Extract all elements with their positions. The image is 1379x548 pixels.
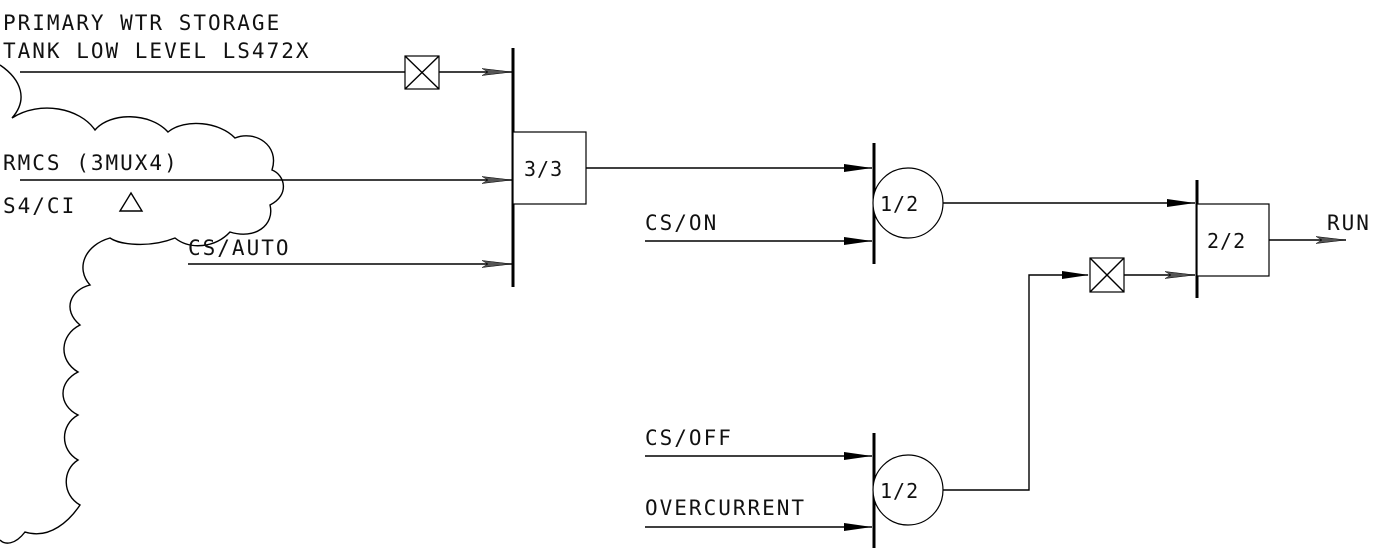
box-x-diag-4: [1089, 257, 1125, 293]
and-gate-3-3-label: 3/3: [524, 157, 563, 181]
rmcs-label: RMCS (3MUX4): [3, 151, 179, 175]
and-gate-2-2: [1196, 203, 1270, 277]
delta-triangle-icon: [118, 191, 144, 212]
or-bottom-output-line: [943, 274, 1088, 491]
or-bottom-output-arrow: [1062, 271, 1089, 279]
and-gate-2-2-label: 2/2: [1207, 229, 1246, 253]
run-label: RUN: [1327, 211, 1371, 235]
cs-auto-label: CS/AUTO: [188, 236, 291, 260]
s4ci-label: S4/CI: [3, 194, 76, 218]
cs-on-label: CS/ON: [645, 211, 718, 235]
box-x-diag-2: [404, 55, 440, 90]
revision-cloud: [0, 64, 285, 544]
tank-low-level-label: TANK LOW LEVEL LS472X: [3, 39, 311, 63]
cs-off-label: CS/OFF: [645, 426, 733, 450]
overcurrent-label: OVERCURRENT: [645, 496, 806, 520]
or-gate-top-label: 1/2: [880, 192, 919, 216]
or-gate-bottom-label: 1/2: [880, 479, 919, 503]
primary-wtr-storage-label: PRIMARY WTR STORAGE: [3, 11, 281, 35]
and-gate-3-3: [512, 131, 587, 205]
